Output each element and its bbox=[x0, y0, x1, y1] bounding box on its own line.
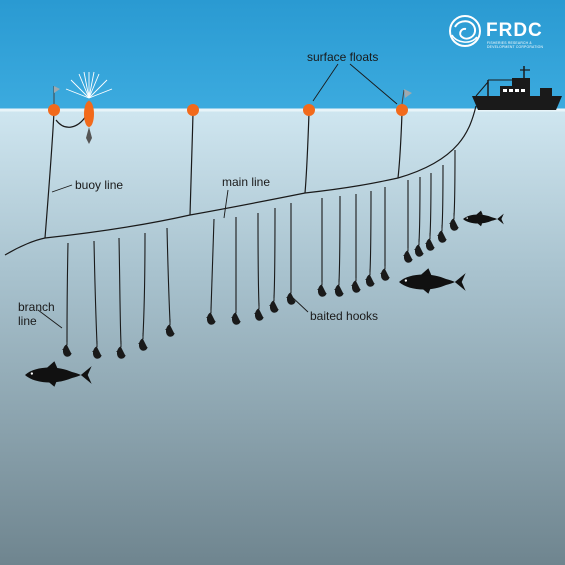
buoy-lines bbox=[44, 111, 403, 239]
frdc-logo-subtitle-1: FISHERIES RESEARCH & bbox=[487, 41, 532, 45]
main-line-boat-section bbox=[397, 105, 477, 179]
label-branch-line-1: branch bbox=[18, 300, 55, 314]
fishing-boat-icon bbox=[472, 66, 562, 110]
baited-hooks-leader bbox=[291, 296, 309, 313]
frdc-logo-subtitle-2: DEVELOPMENT CORPORATION bbox=[487, 45, 544, 49]
label-branch-line: branch line bbox=[18, 300, 55, 328]
buoy-line-leader bbox=[51, 184, 73, 193]
frdc-logo-icon bbox=[449, 15, 481, 47]
label-main-line: main line bbox=[222, 175, 271, 189]
main-line-leader bbox=[223, 189, 229, 219]
sea-background bbox=[0, 110, 565, 565]
branch-lines bbox=[66, 149, 456, 345]
branch-line-leader bbox=[37, 309, 63, 329]
label-branch-line-2: line bbox=[18, 314, 37, 328]
strobe-beacon-icon bbox=[65, 71, 113, 144]
surface-float-1 bbox=[48, 86, 60, 116]
label-buoy-line: buoy line bbox=[75, 178, 124, 192]
surface-float-2 bbox=[187, 104, 199, 116]
surface-float-3 bbox=[303, 104, 315, 116]
sky-background bbox=[0, 0, 565, 112]
surface-floats-leader-1 bbox=[312, 63, 339, 102]
label-baited-hooks: baited hooks bbox=[310, 309, 379, 323]
surface-floats-leader-2 bbox=[349, 63, 398, 105]
frdc-logo-name: FRDC bbox=[486, 20, 543, 41]
label-surface-floats: surface floats bbox=[307, 50, 379, 64]
surface-float-4 bbox=[396, 89, 412, 116]
